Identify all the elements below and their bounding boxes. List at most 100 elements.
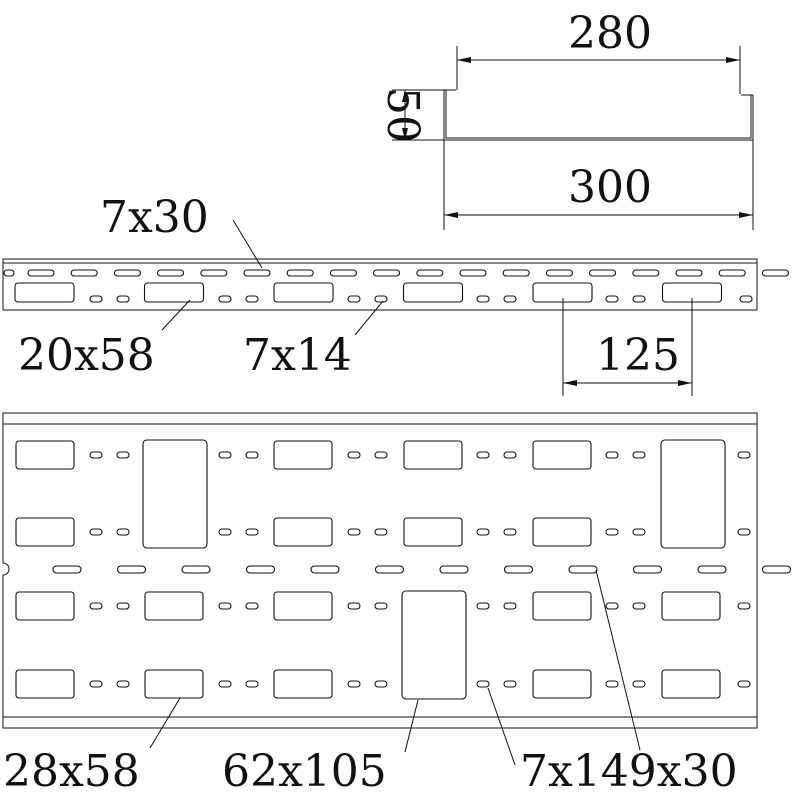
base-small-slot — [374, 528, 388, 536]
base-perforations — [15, 439, 792, 700]
dimension-300-label: 300 — [568, 162, 652, 213]
base-small-slot — [116, 680, 130, 688]
base-small-slot — [503, 602, 517, 610]
base-rect-hole — [15, 669, 75, 699]
side-slot — [27, 269, 55, 277]
base-small-slot — [476, 528, 490, 536]
base-center-slot — [439, 565, 469, 574]
side-small-slot — [739, 295, 753, 303]
base-rect-hole — [273, 517, 333, 547]
base-rect-hole — [273, 591, 333, 621]
side-slot — [329, 269, 357, 277]
side-small-slot — [347, 295, 361, 303]
side-small-slot — [503, 295, 517, 303]
base-small-slot — [605, 680, 619, 688]
side-slot — [3, 269, 15, 277]
side-slot — [545, 269, 573, 277]
side-small-slot — [632, 295, 646, 303]
side-slot — [373, 269, 401, 277]
base-rect-hole — [661, 591, 721, 621]
base-small-slot — [605, 602, 619, 610]
cross-section-profile — [443, 89, 754, 141]
base-center-slot — [245, 565, 276, 574]
base-center-slot — [116, 565, 147, 574]
base-small-slot — [89, 680, 103, 688]
callout-20x58: 20x58 — [18, 299, 191, 381]
callout-28x58-label: 28x58 — [3, 746, 140, 794]
callout-62x105: 62x105 — [222, 699, 419, 794]
base-rect-hole — [403, 517, 463, 547]
side-hole-row — [14, 282, 753, 303]
callout-7x149x30-label: 7x149x30 — [520, 746, 738, 794]
base-small-slot — [347, 602, 361, 610]
base-rect-hole — [273, 669, 333, 699]
base-rect-hole — [15, 440, 75, 470]
side-slot — [243, 269, 271, 277]
base-small-slot — [737, 680, 751, 688]
side-small-slot — [605, 295, 619, 303]
base-rect-hole — [532, 440, 592, 470]
base-rect-hole — [661, 669, 721, 699]
base-small-slot — [737, 528, 751, 536]
side-rect-hole — [14, 282, 75, 303]
base-small-slot — [116, 602, 130, 610]
side-rect-hole — [273, 282, 334, 303]
base-rect-hole — [532, 517, 592, 547]
side-slot — [70, 269, 98, 277]
base-large-hole — [142, 439, 208, 549]
callout-7x30: 7x30 — [100, 192, 263, 269]
base-small-slot — [218, 680, 232, 688]
side-slot — [632, 269, 660, 277]
base-rect-hole — [144, 669, 204, 699]
base-small-slot — [245, 680, 259, 688]
side-slot — [200, 269, 228, 277]
side-slot — [589, 269, 617, 277]
base-small-slot — [89, 451, 103, 459]
base-small-slot — [116, 528, 130, 536]
base-center-slot — [310, 565, 340, 574]
base-small-slot — [737, 451, 751, 459]
base-rect-hole — [273, 440, 333, 470]
base-small-slot — [632, 528, 646, 536]
base-small-slot — [605, 451, 619, 459]
base-rect-hole — [532, 669, 592, 699]
base-large-hole — [660, 439, 726, 549]
dimension-125-label: 125 — [596, 330, 680, 381]
base-rect-hole — [403, 440, 463, 470]
callout-7x14-label: 7x14 — [243, 330, 352, 381]
base-small-slot — [632, 680, 646, 688]
dimension-50-label: 50 — [377, 87, 428, 143]
side-view-strip — [2, 258, 789, 311]
base-small-slot — [737, 602, 751, 610]
side-small-slot — [374, 295, 388, 303]
base-plate — [2, 412, 792, 729]
base-small-slot — [632, 602, 646, 610]
base-small-slot — [374, 680, 388, 688]
base-small-slot — [218, 528, 232, 536]
base-small-slot — [218, 602, 232, 610]
base-small-slot — [347, 451, 361, 459]
side-small-slot — [116, 295, 130, 303]
callout-7x14: 7x14 — [243, 300, 384, 381]
dimension-280: 280 — [456, 8, 741, 94]
base-small-slot — [89, 602, 103, 610]
side-small-slot — [476, 295, 490, 303]
side-slot — [113, 269, 141, 277]
base-small-slot — [347, 528, 361, 536]
base-small-slot — [245, 451, 259, 459]
callout-28x58: 28x58 — [3, 697, 181, 794]
side-slot — [761, 269, 789, 277]
base-small-slot — [374, 451, 388, 459]
callout-62x105-label: 62x105 — [222, 746, 387, 794]
side-slot-row — [3, 269, 789, 277]
base-small-slot — [632, 451, 646, 459]
base-center-slot — [761, 565, 792, 574]
side-slot — [157, 269, 185, 277]
side-small-slot — [218, 295, 232, 303]
base-center-slot — [52, 565, 82, 574]
base-center-slot — [568, 565, 598, 574]
base-small-slot — [245, 528, 259, 536]
base-small-slot — [476, 451, 490, 459]
side-rect-hole — [143, 282, 205, 303]
